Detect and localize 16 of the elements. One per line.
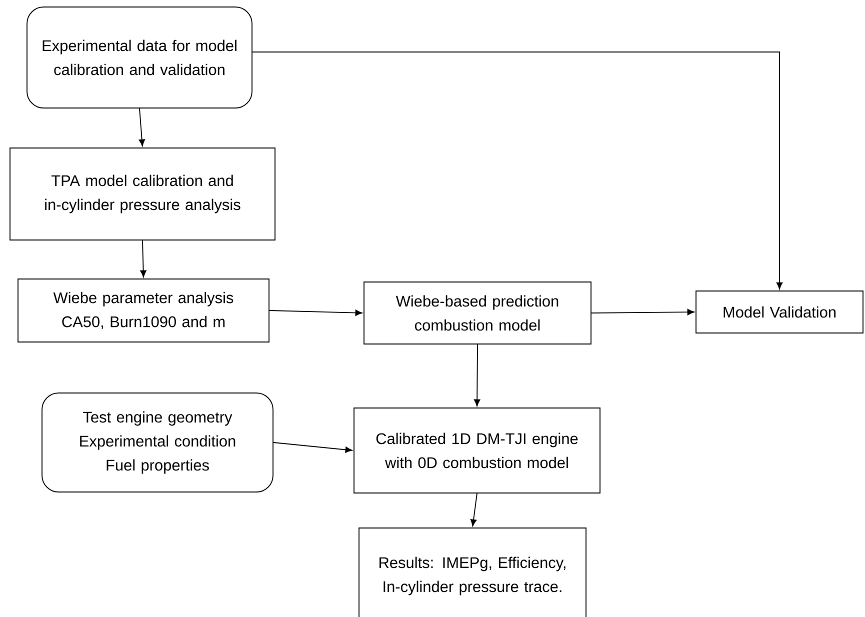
process-box: Wiebe parameter analysis CA50, Burn1090 and m	[18, 278, 270, 342]
process-box: Wiebe-based prediction combustion model	[364, 282, 592, 344]
arrow	[273, 442, 352, 453]
arrow	[470, 493, 478, 526]
arrow	[138, 108, 146, 146]
arrow	[140, 240, 146, 278]
arrow	[591, 308, 694, 316]
rounded-box: Experimental data for model calibration and validation	[26, 6, 252, 108]
rounded-box: Test engine geometry Experimental condition Fuel properties	[42, 392, 274, 492]
process-box: Results: IMEPg, Efficiency, In-cylinder pressure trace.	[358, 528, 586, 617]
process-box: TPA model calibration and in-cylinder pressure analysis	[10, 148, 276, 240]
arrow	[252, 52, 783, 290]
process-box: Calibrated 1D DM-TJI engine with 0D combustion model	[354, 408, 600, 494]
arrow	[269, 310, 362, 316]
arrow	[474, 344, 480, 406]
process-box: Model Validation	[696, 290, 864, 334]
